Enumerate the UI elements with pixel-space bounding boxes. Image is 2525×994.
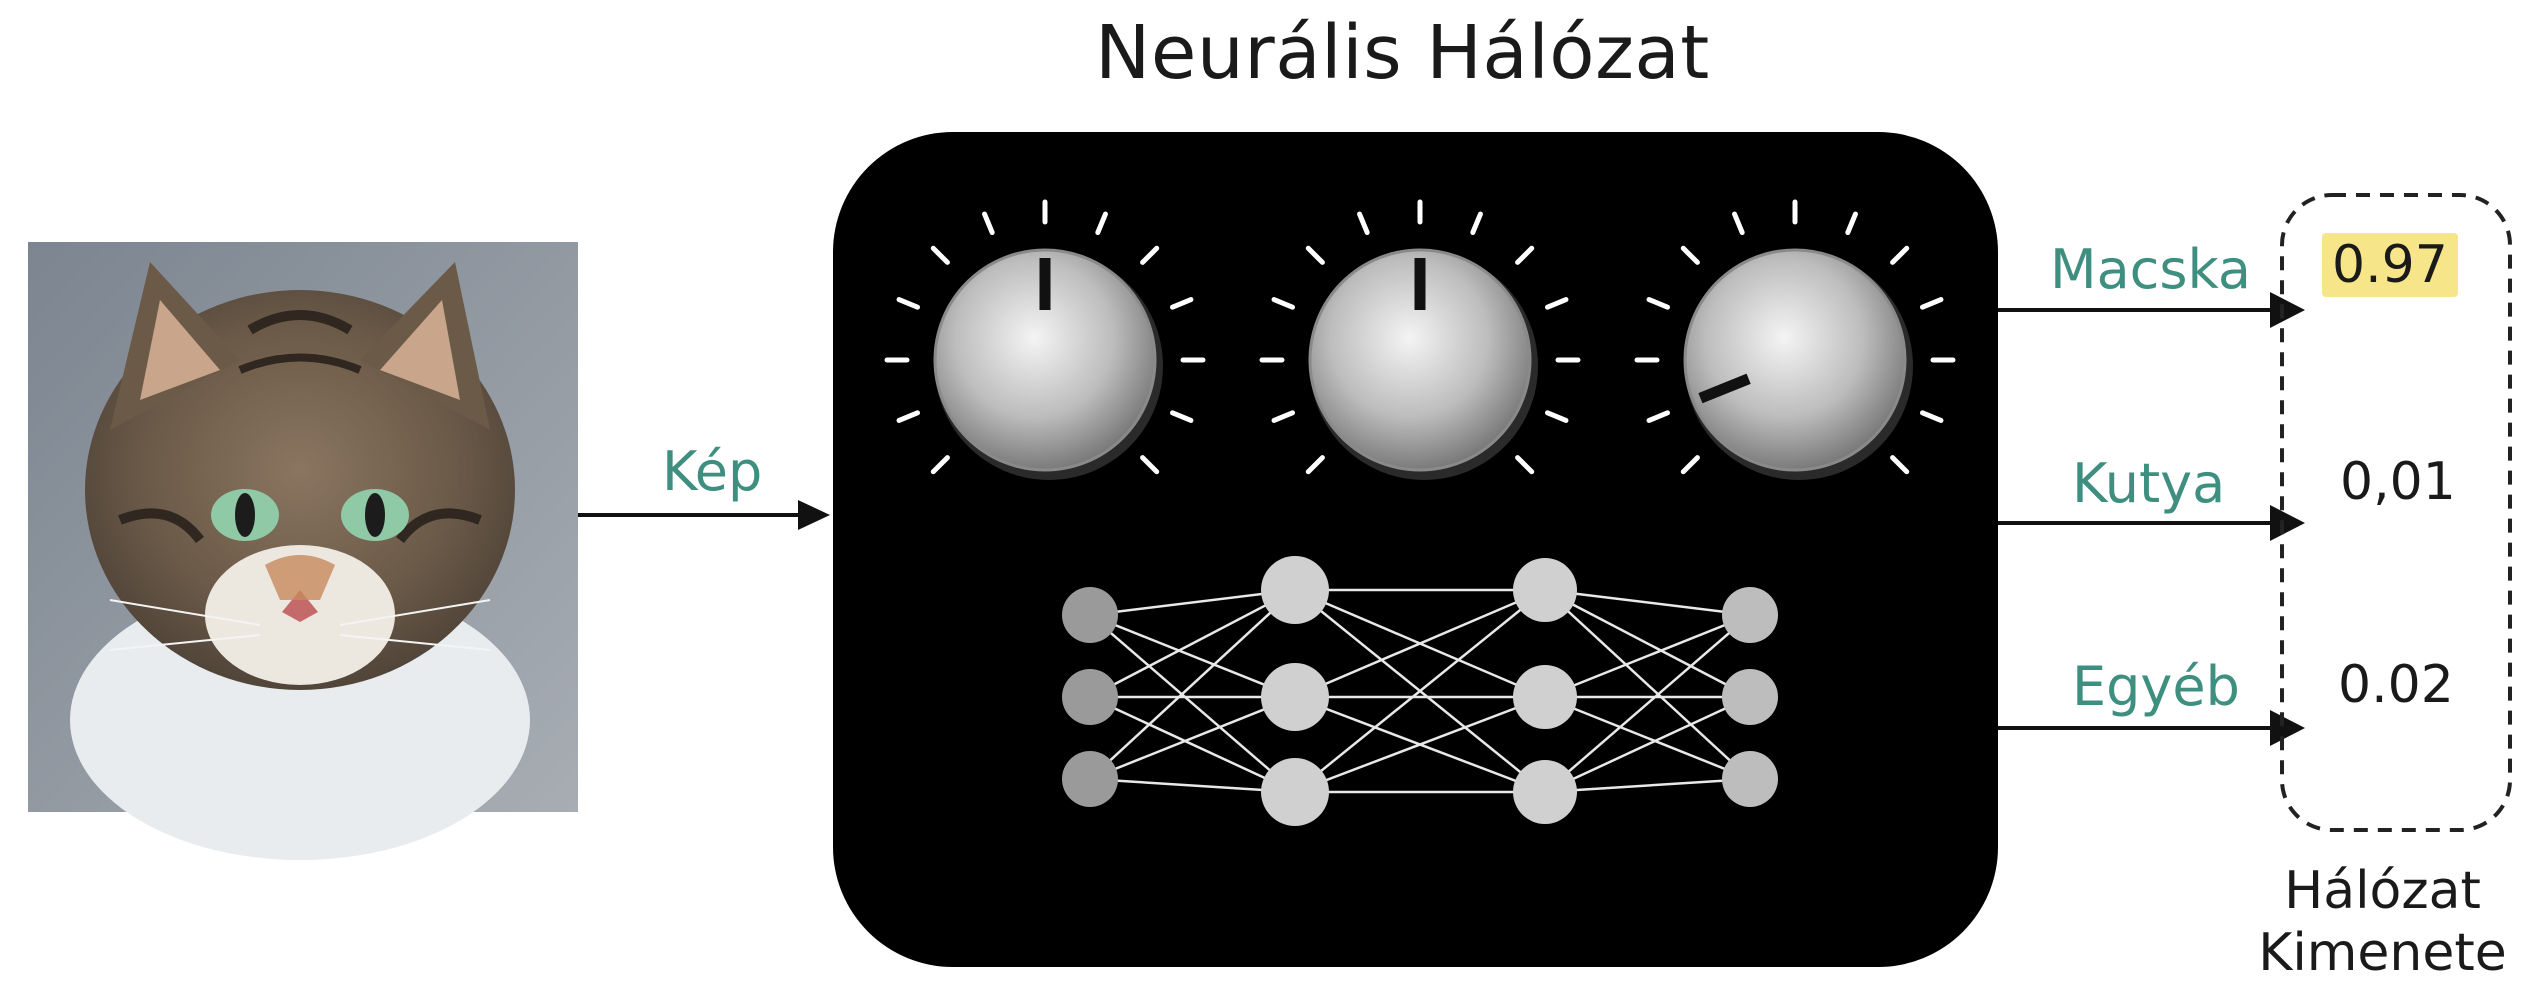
knobs-group bbox=[884, 199, 1956, 480]
knob-tick bbox=[1680, 455, 1700, 475]
output-arrow-1-head bbox=[2270, 292, 2305, 328]
knob-tick bbox=[982, 211, 995, 236]
knob-face bbox=[1308, 248, 1532, 472]
network-edge bbox=[1544, 614, 1751, 793]
output-caption-line2: Kimenete bbox=[2258, 923, 2507, 983]
knob-tick bbox=[1140, 245, 1160, 265]
output-caption-line1: Hálózat bbox=[2284, 861, 2481, 921]
knob-tick bbox=[1515, 245, 1535, 265]
network-edge bbox=[1294, 589, 1546, 793]
knob-tick bbox=[1732, 211, 1745, 236]
knob-tick bbox=[1544, 410, 1569, 423]
knob-tick bbox=[1919, 297, 1944, 310]
knob-tick bbox=[1646, 410, 1671, 423]
output-caption: Hálózat Kimenete bbox=[2240, 860, 2525, 984]
output-label-macska: Macska bbox=[2050, 238, 2251, 301]
knob-tick bbox=[1271, 297, 1296, 310]
network-node bbox=[1062, 587, 1118, 643]
knob-tick bbox=[1140, 455, 1160, 475]
network-edge bbox=[1544, 589, 1751, 780]
network-edge bbox=[1089, 588, 1296, 699]
output-label-egyeb: Egyéb bbox=[2072, 655, 2240, 718]
knob-tick bbox=[1845, 211, 1858, 236]
knob-tick bbox=[1544, 297, 1569, 310]
knob-tick bbox=[1169, 297, 1194, 310]
output-value-kutya: 0,01 bbox=[2340, 452, 2456, 512]
network-edge bbox=[1089, 777, 1296, 794]
knob-tick bbox=[1515, 455, 1535, 475]
knob-tick bbox=[1169, 410, 1194, 423]
output-label-kutya: Kutya bbox=[2072, 452, 2226, 515]
network-node bbox=[1261, 758, 1329, 826]
knob-face bbox=[1683, 248, 1907, 472]
network-edge bbox=[1089, 695, 1296, 781]
network-edge bbox=[1089, 695, 1296, 794]
network-edge bbox=[1544, 588, 1751, 699]
network-node bbox=[1513, 665, 1577, 729]
network-edge bbox=[1544, 588, 1751, 617]
network-node bbox=[1513, 558, 1577, 622]
network-node bbox=[1261, 663, 1329, 731]
network-nodes bbox=[1062, 556, 1778, 826]
network-node bbox=[1062, 751, 1118, 807]
knob-face bbox=[933, 248, 1157, 472]
cat-photo-icon bbox=[28, 242, 578, 860]
knob-tick bbox=[1680, 245, 1700, 265]
knob-tick bbox=[1095, 211, 1108, 236]
network-edge bbox=[1294, 695, 1546, 794]
network-node bbox=[1722, 669, 1778, 725]
network-edge bbox=[1089, 613, 1296, 699]
knob-tick bbox=[1919, 410, 1944, 423]
network-node bbox=[1722, 587, 1778, 643]
knob-indicator bbox=[1698, 373, 1751, 404]
network-edge bbox=[1544, 695, 1751, 794]
knob-tick bbox=[1890, 245, 1910, 265]
network-node bbox=[1722, 751, 1778, 807]
knob-tick bbox=[930, 245, 950, 265]
network-edge bbox=[1089, 614, 1296, 793]
output-value-macska: 0.97 bbox=[2322, 233, 2458, 297]
output-value-egyeb: 0.02 bbox=[2338, 655, 2454, 715]
knob-tick bbox=[1357, 211, 1370, 236]
knob-1 bbox=[884, 199, 1206, 480]
knob-tick bbox=[1646, 297, 1671, 310]
network-edge bbox=[1544, 777, 1751, 794]
diagram-title: Neurális Hálózat bbox=[1095, 10, 1710, 96]
knob-tick bbox=[896, 297, 921, 310]
output-arrow-2-head bbox=[2270, 505, 2305, 541]
network-node bbox=[1513, 760, 1577, 824]
knob-tick bbox=[930, 455, 950, 475]
knob-tick bbox=[896, 410, 921, 423]
output-arrow-3-head bbox=[2270, 710, 2305, 746]
network-edge bbox=[1544, 695, 1751, 781]
knob-2 bbox=[1259, 199, 1581, 480]
knob-tick bbox=[1305, 455, 1325, 475]
input-label: Kép bbox=[662, 440, 763, 503]
network-edges bbox=[1089, 588, 1751, 794]
network-node bbox=[1261, 556, 1329, 624]
network-edge bbox=[1089, 588, 1296, 617]
input-arrow-head bbox=[798, 500, 830, 530]
network-edge bbox=[1089, 589, 1296, 780]
knob-tick bbox=[1890, 455, 1910, 475]
knob-tick bbox=[1271, 410, 1296, 423]
network-node bbox=[1062, 669, 1118, 725]
network-edge bbox=[1544, 613, 1751, 699]
knob-tick bbox=[1470, 211, 1483, 236]
knob-3 bbox=[1634, 199, 1956, 480]
knob-tick bbox=[1305, 245, 1325, 265]
network-edge bbox=[1294, 588, 1546, 699]
